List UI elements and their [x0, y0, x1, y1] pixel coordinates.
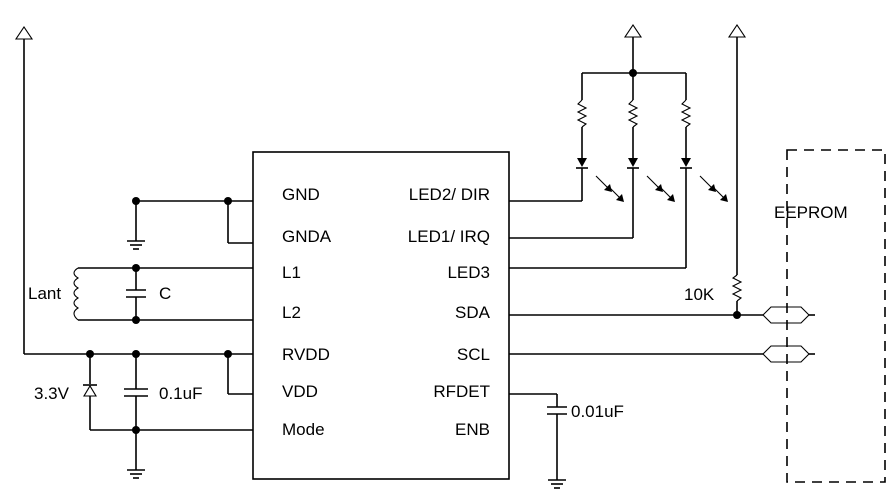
i2c-bus: [509, 24, 815, 363]
led-branch-3: [509, 73, 692, 269]
pin-scl: SCL: [457, 345, 490, 364]
antenna-label: Lant: [28, 284, 61, 303]
ground-symbol-vdd: [126, 469, 146, 479]
pin-mode: Mode: [282, 420, 325, 439]
led-network: [509, 24, 728, 269]
pin-vdd: VDD: [282, 382, 318, 401]
pin-l1: L1: [282, 263, 301, 282]
pin-l2: L2: [282, 303, 301, 322]
pullup-label: 10K: [684, 285, 715, 304]
eeprom-box: [786, 149, 886, 483]
pin-gnda: GNDA: [282, 227, 332, 246]
pin-enb: ENB: [455, 420, 490, 439]
rfdet-network: [509, 393, 567, 489]
vcc-arrow-left: [15, 26, 33, 40]
tuning-cap-label: C: [159, 284, 171, 303]
eeprom-label: EEPROM: [774, 203, 848, 222]
ground-symbol-rfdet: [547, 479, 567, 489]
pin-gnd: GND: [282, 185, 320, 204]
pin-rfdet: RFDET: [433, 382, 490, 401]
rfdet-cap-label: 0.01uF: [571, 402, 624, 421]
pin-led2-dir: LED2/ DIR: [409, 185, 490, 204]
antenna-coil: [73, 267, 80, 321]
sda-connector: [762, 306, 810, 324]
vcc-arrow-led: [624, 24, 642, 38]
pin-led3: LED3: [447, 263, 490, 282]
scl-connector: [762, 345, 810, 363]
pin-led1-irq: LED1/ IRQ: [408, 227, 490, 246]
ground-symbol: [126, 240, 146, 250]
led-branch-2: [509, 73, 639, 239]
led-light-arrows: [595, 175, 728, 202]
led-branch-1: [509, 73, 588, 202]
decoupling-cap-label: 0.1uF: [159, 384, 202, 403]
pin-rvdd: RVDD: [282, 345, 330, 364]
vcc-arrow-pullup: [728, 24, 746, 38]
zener-label: 3.3V: [34, 384, 70, 403]
gnd-network: [126, 197, 253, 250]
pin-sda: SDA: [455, 303, 491, 322]
antenna-network: [73, 264, 253, 324]
power-rail: [15, 26, 253, 479]
